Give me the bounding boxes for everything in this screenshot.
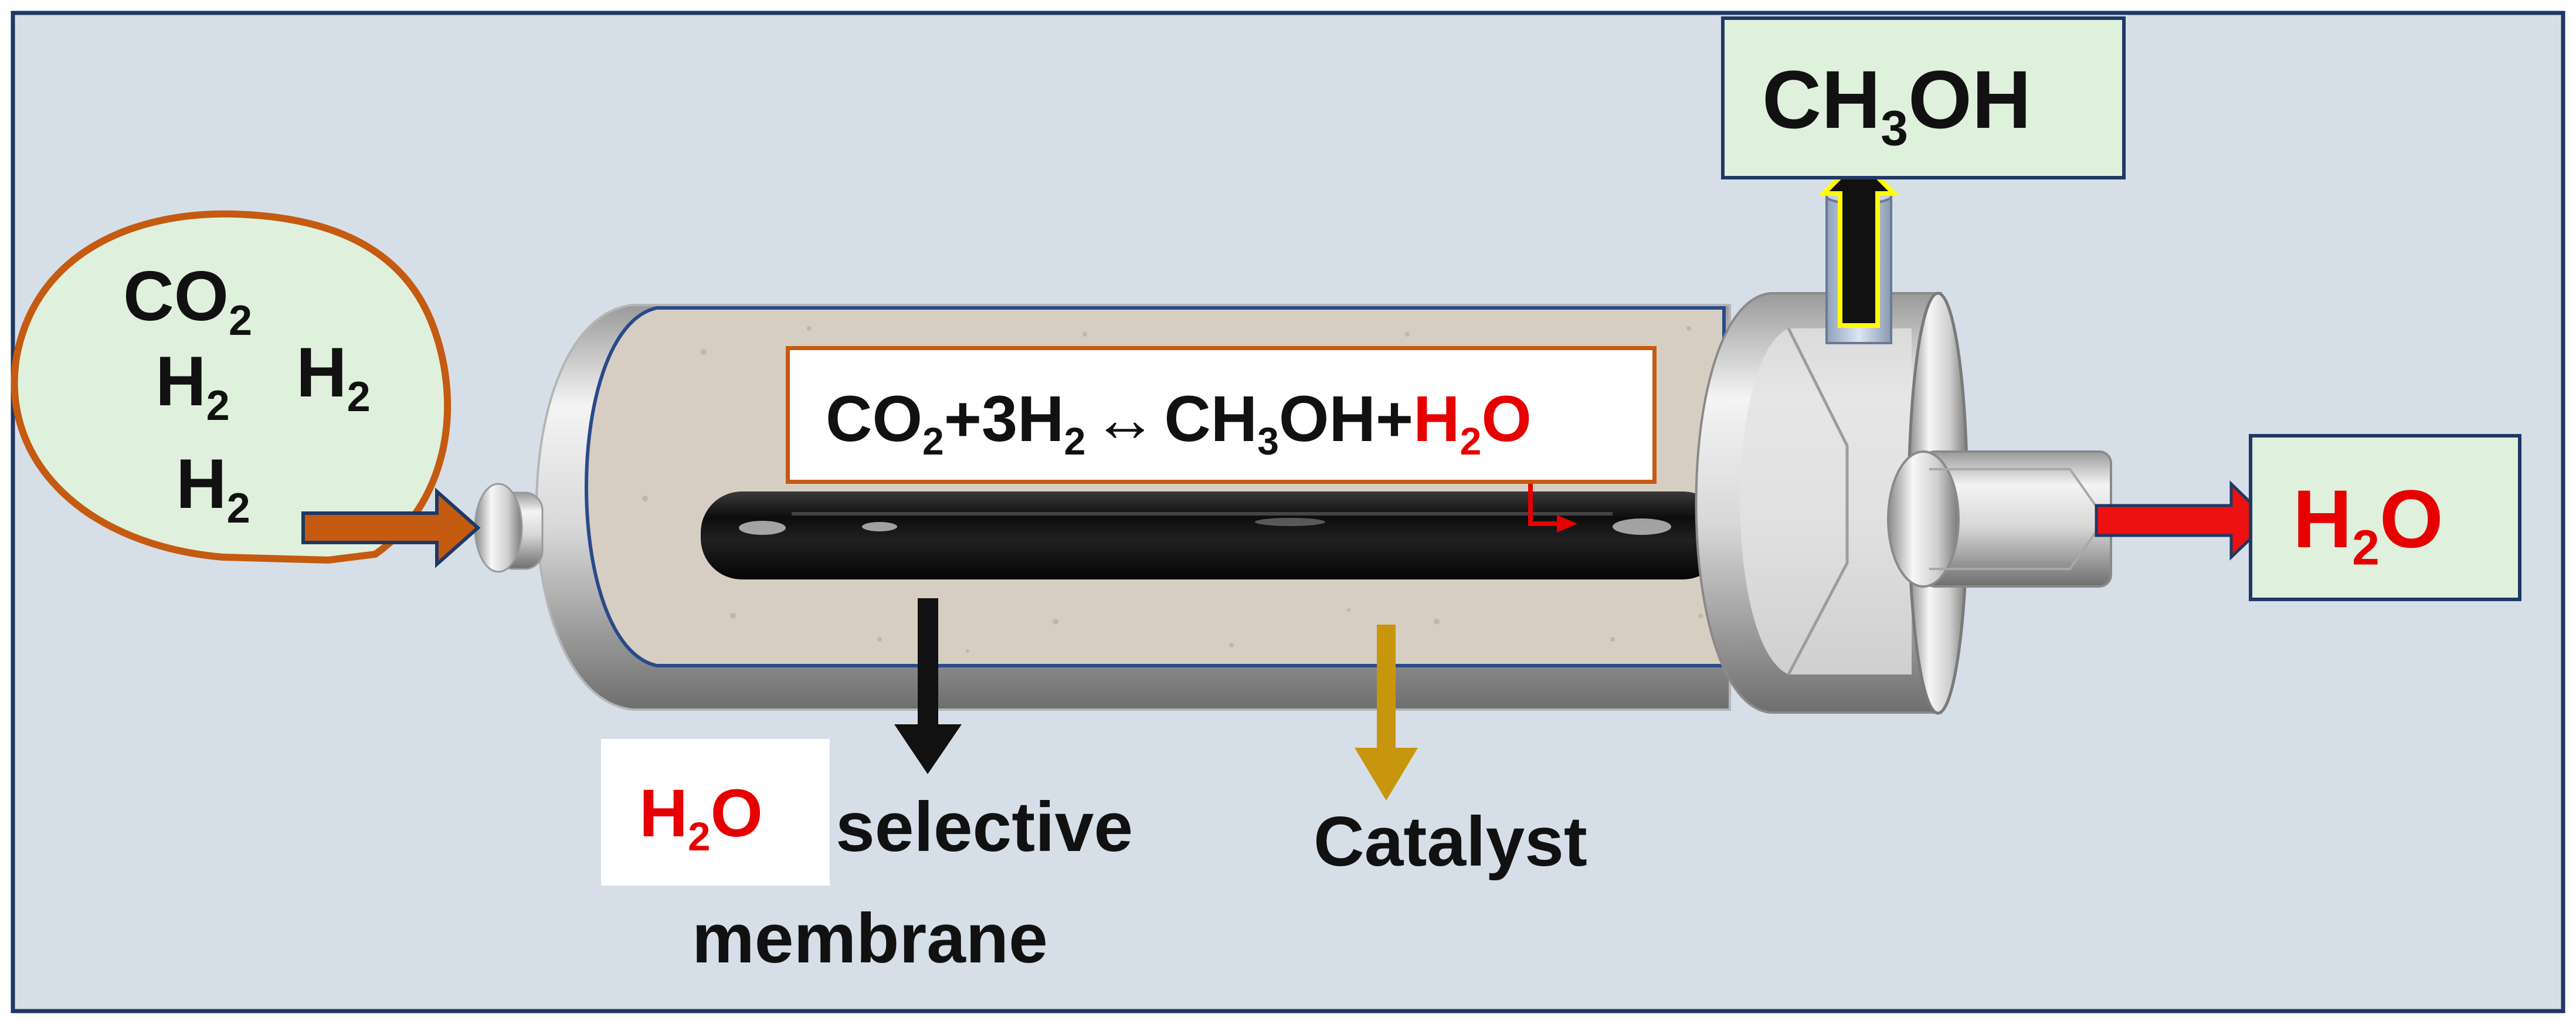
feed-gas-bubble [11,210,452,564]
methanol-output-box [1721,16,2126,179]
water-output-box [2249,434,2521,601]
feed-co2-label: CO2 [123,257,253,345]
catalyst-label: Catalyst [1314,802,1587,881]
water-outlet-nozzle [1887,450,2112,588]
membrane-label-line1: selective [836,788,1133,866]
reaction-equation-box [786,346,1657,484]
feed-h2-label: H2 [155,342,230,430]
feed-h2-label: H2 [176,445,250,533]
selective-membrane-tube [689,478,1733,592]
product-water: H2O [1413,383,1532,463]
reaction-equation: CO2+3H2↔CH3OH+H2O [826,383,1532,463]
reactant-h2: 3H2 [981,383,1086,463]
feed-h2-label: H2 [296,333,371,421]
catalyst-pointer-arrow [1355,625,1418,801]
membrane-water-box [601,739,830,886]
water-output-label: H2O [2293,473,2443,575]
methanol-output-label: CH3OH [1762,53,2031,156]
reactant-co2: CO2 [826,383,944,463]
inlet-nozzle [474,483,544,573]
feed-inlet-arrow [301,487,481,568]
product-methanol: CH3OH [1164,383,1376,463]
membrane-label-line2: membrane [692,899,1048,978]
membrane-water-label: H2O [639,776,763,860]
membrane-permeation-arrow [894,598,962,774]
equilibrium-arrow: ↔ [1092,383,1158,455]
